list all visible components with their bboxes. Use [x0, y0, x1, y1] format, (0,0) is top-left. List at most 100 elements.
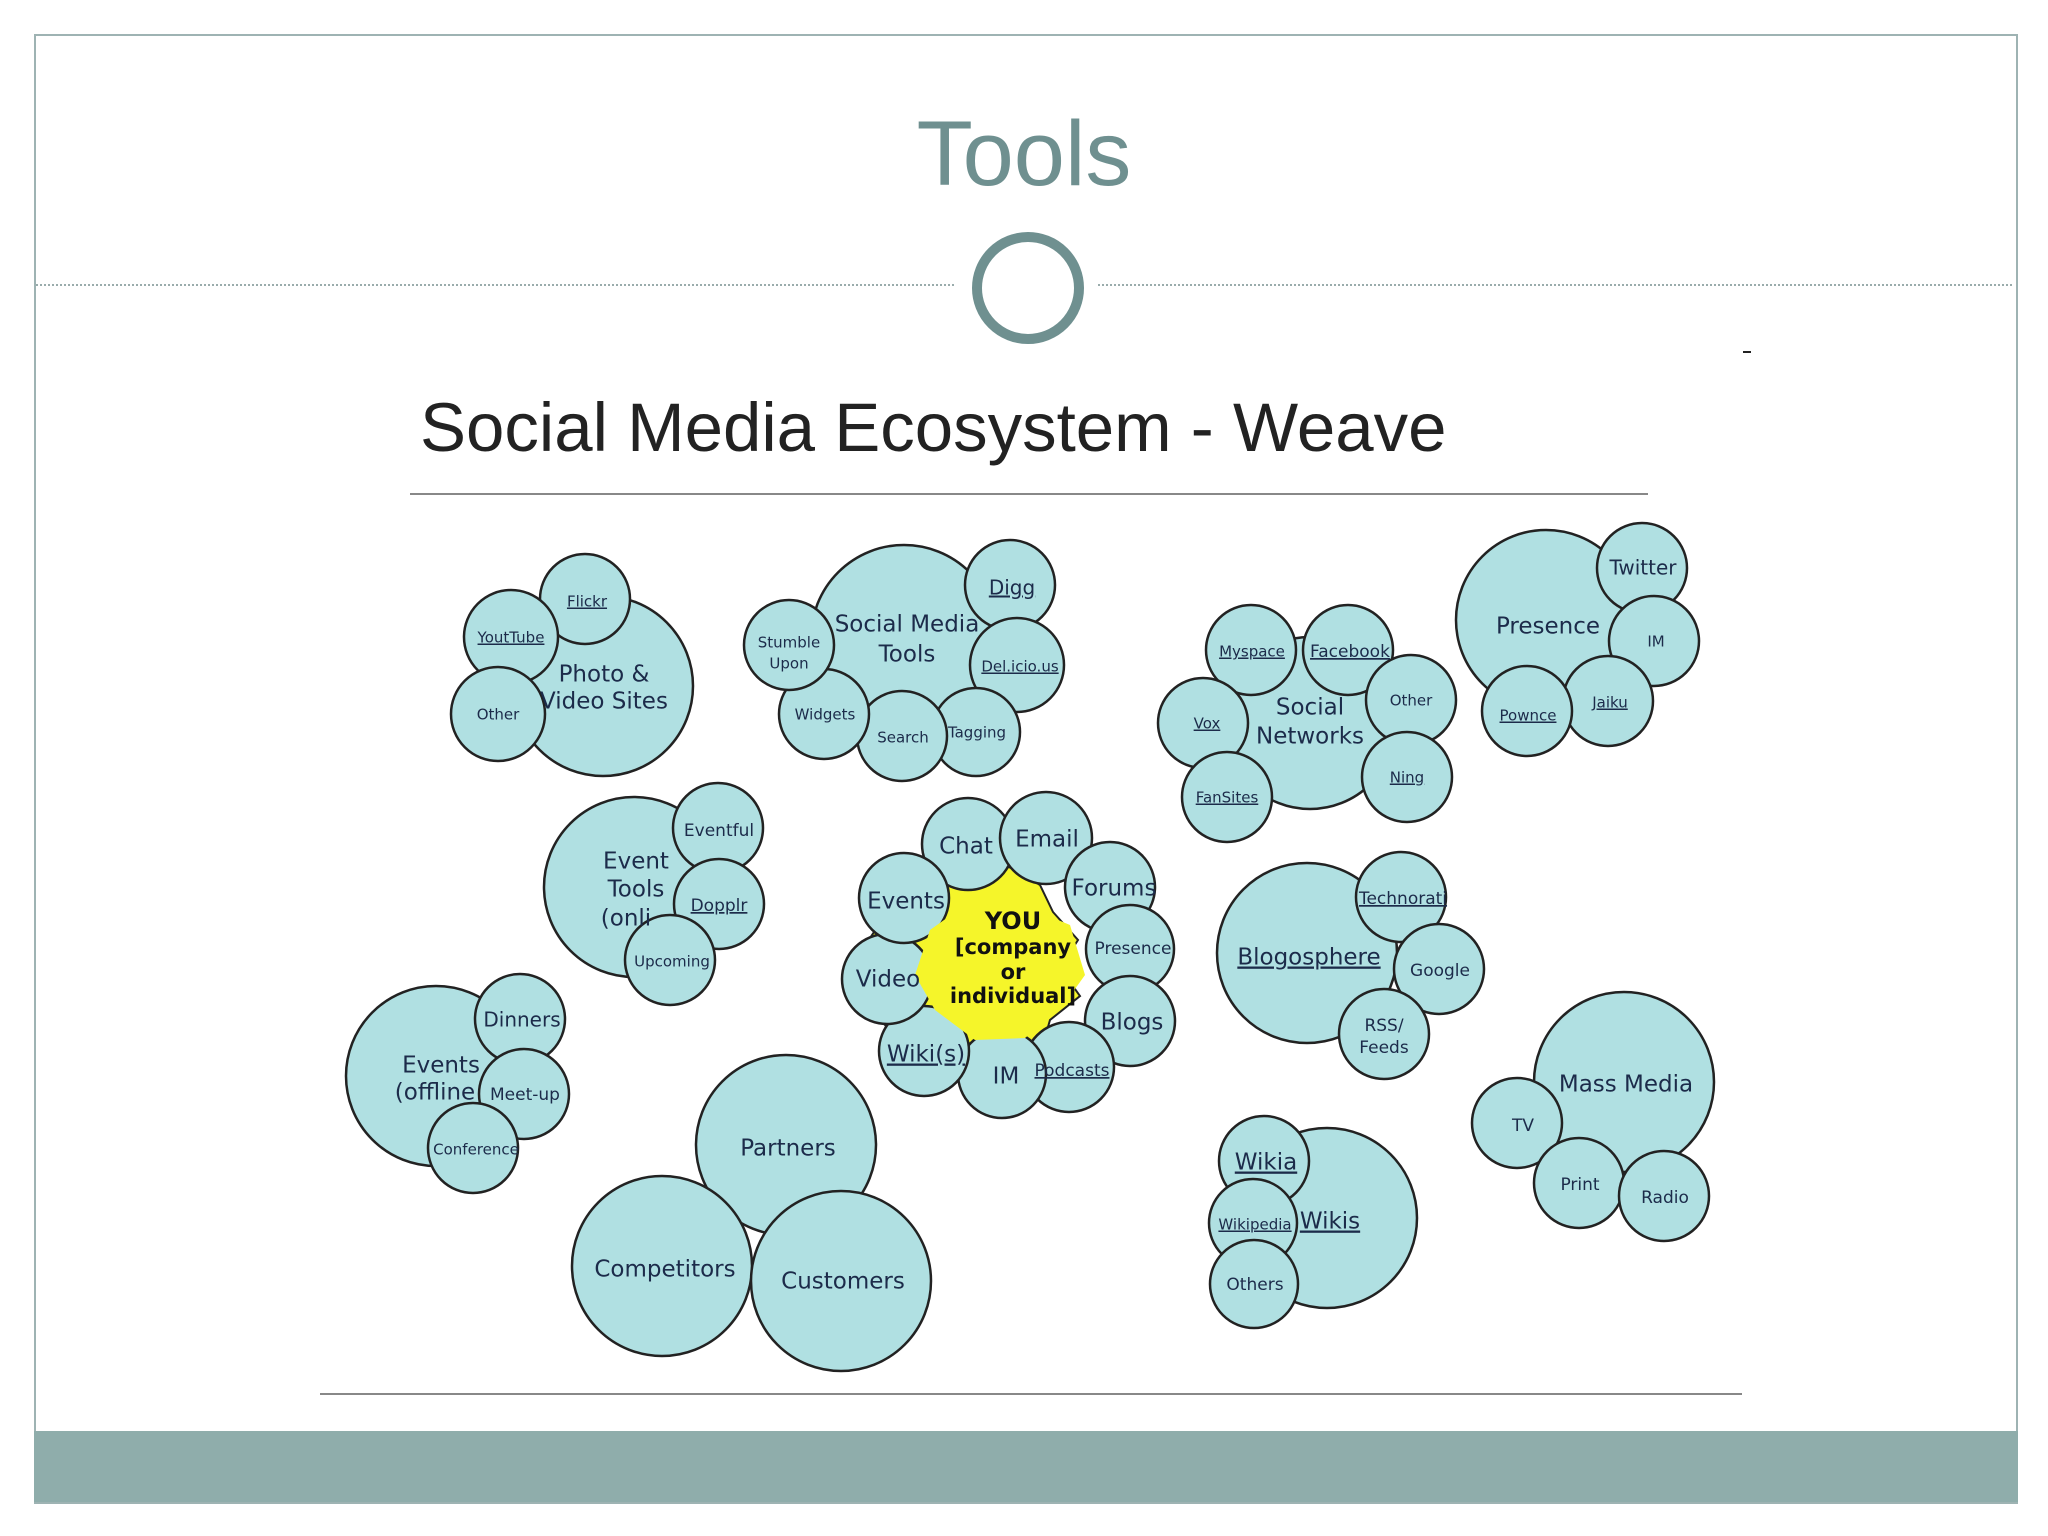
title-ring-ornament	[972, 232, 1084, 344]
flickr-label: Flickr	[567, 593, 608, 611]
customers-label: Customers	[781, 1269, 905, 1295]
blogosphere-label: Blogosphere	[1237, 945, 1380, 971]
video-label: Video	[856, 967, 920, 993]
stumbleupon-label-1: Stumble	[758, 634, 820, 652]
youtube-label: YoutTube	[477, 629, 545, 647]
tv-bubble	[1470, 1076, 1564, 1170]
vox-label: Vox	[1194, 715, 1221, 733]
slide-title: Tools	[916, 103, 1132, 205]
social-other-label: Other	[1390, 692, 1433, 710]
you-label-4: individual]	[950, 984, 1076, 1008]
diagram-rule-bottom	[320, 1393, 1742, 1395]
email-bubble	[998, 790, 1094, 886]
wikis-cluster: Wikis Wikia Wikipedia Others	[1207, 1114, 1419, 1330]
radio-label: Radio	[1641, 1188, 1689, 1208]
google-label: Google	[1410, 961, 1470, 981]
wikis-label: Wikis	[1300, 1209, 1360, 1235]
photo-video-label-1: Photo &	[559, 662, 650, 688]
events-small-bubble	[857, 851, 951, 945]
mass-media-label: Mass Media	[1559, 1072, 1693, 1098]
offline-events-cluster: Events (offline Dinners Meet-up Conferen…	[344, 972, 571, 1195]
delicious-label: Del.icio.us	[981, 658, 1058, 676]
email-label: Email	[1015, 827, 1079, 853]
stray-mark	[1743, 351, 1751, 353]
rss-label-2: Feeds	[1359, 1038, 1409, 1058]
photo-other-bubble	[449, 665, 547, 763]
presence-small-label: Presence	[1095, 939, 1172, 959]
myspace-bubble	[1204, 603, 1298, 697]
podcasts-label: Podcasts	[1035, 1061, 1110, 1081]
mass-media-cluster: Mass Media TV Print Radio	[1470, 990, 1716, 1243]
title-divider-left	[36, 284, 954, 286]
social-media-tools-label-1: Social Media	[835, 612, 980, 638]
tagging-label: Tagging	[947, 724, 1006, 742]
event-tools-cluster: Event Tools (onli Eventful Dopplr Upcomi…	[542, 781, 766, 1007]
title-divider-right	[1098, 284, 2012, 286]
fansites-bubble	[1180, 750, 1274, 844]
rss-bubble	[1337, 987, 1431, 1081]
search-label: Search	[877, 729, 929, 747]
presence-im-label: IM	[1647, 633, 1664, 651]
facebook-label: Facebook	[1310, 642, 1390, 662]
dopplr-label: Dopplr	[691, 896, 748, 916]
you-core	[915, 900, 1085, 1040]
upcoming-bubble	[623, 913, 717, 1007]
social-networks-cluster: Social Networks Myspace Facebook Other N…	[1156, 603, 1458, 844]
you-label-3: or	[1001, 960, 1026, 984]
center-im-label: IM	[993, 1064, 1020, 1090]
social-media-tools-cluster: Social Media Tools Digg Del.icio.us Tagg…	[742, 538, 1066, 783]
offline-events-label-1: Events	[402, 1053, 480, 1079]
forums-label: Forums	[1072, 876, 1157, 902]
chat-label: Chat	[939, 834, 993, 860]
footer-band	[34, 1431, 2018, 1502]
fansites-label: FanSites	[1196, 789, 1259, 807]
tv-label: TV	[1511, 1116, 1534, 1136]
eventful-label: Eventful	[684, 821, 754, 841]
radio-bubble	[1617, 1149, 1711, 1243]
pownce-bubble	[1480, 664, 1574, 758]
competitors-label: Competitors	[594, 1257, 735, 1283]
stumbleupon-label-2: Upon	[769, 655, 808, 673]
photo-video-cluster: Photo & Video Sites Flickr YoutTube Othe…	[449, 552, 695, 778]
wikia-label: Wikia	[1235, 1150, 1297, 1176]
myspace-label: Myspace	[1219, 643, 1285, 661]
event-tools-label-3: (onli	[601, 906, 651, 932]
technorati-label: Technorati	[1358, 889, 1447, 909]
stumbleupon-bubble	[742, 598, 836, 692]
delicious-bubble	[968, 616, 1066, 714]
partners-label: Partners	[740, 1136, 836, 1162]
upcoming-label: Upcoming	[634, 953, 710, 971]
event-tools-label-2: Tools	[607, 877, 665, 903]
customers-bubble	[749, 1189, 933, 1373]
event-tools-label-1: Event	[603, 849, 669, 875]
meetup-label: Meet-up	[490, 1085, 560, 1105]
photo-other-label: Other	[477, 706, 520, 724]
dinners-label: Dinners	[483, 1008, 560, 1032]
print-label: Print	[1560, 1175, 1599, 1195]
jaiku-label: Jaiku	[1591, 694, 1628, 712]
business-cluster: Partners Competitors Customers	[570, 1053, 933, 1373]
facebook-bubble	[1301, 603, 1395, 697]
ning-bubble	[1360, 730, 1454, 824]
diagram-title: Social Media Ecosystem - Weave	[420, 389, 1447, 466]
presence-label: Presence	[1496, 614, 1600, 640]
widgets-label: Widgets	[795, 706, 856, 724]
blogs-label: Blogs	[1101, 1010, 1164, 1036]
pownce-label: Pownce	[1500, 707, 1557, 725]
center-cluster: YOU [company or individual] Chat Email F…	[840, 790, 1177, 1120]
technorati-bubble	[1354, 850, 1448, 944]
wikipedia-label: Wikipedia	[1218, 1216, 1291, 1234]
social-networks-label-1: Social	[1276, 695, 1344, 721]
digg-label: Digg	[989, 576, 1035, 600]
blogosphere-cluster: Blogosphere Technorati Google RSS/ Feeds	[1215, 850, 1486, 1081]
you-label-1: YOU	[984, 907, 1041, 935]
ning-label: Ning	[1390, 769, 1424, 787]
offline-events-label-2: (offline	[395, 1080, 475, 1106]
presence-cluster: Presence Twitter IM Jaiku Pownce	[1454, 521, 1701, 758]
events-small-label: Events	[867, 889, 945, 915]
you-label-2: [company	[955, 935, 1072, 959]
photo-video-label-2: Video Sites	[540, 689, 668, 715]
social-media-tools-label-2: Tools	[878, 642, 936, 668]
wiki-others-label: Others	[1226, 1275, 1283, 1295]
